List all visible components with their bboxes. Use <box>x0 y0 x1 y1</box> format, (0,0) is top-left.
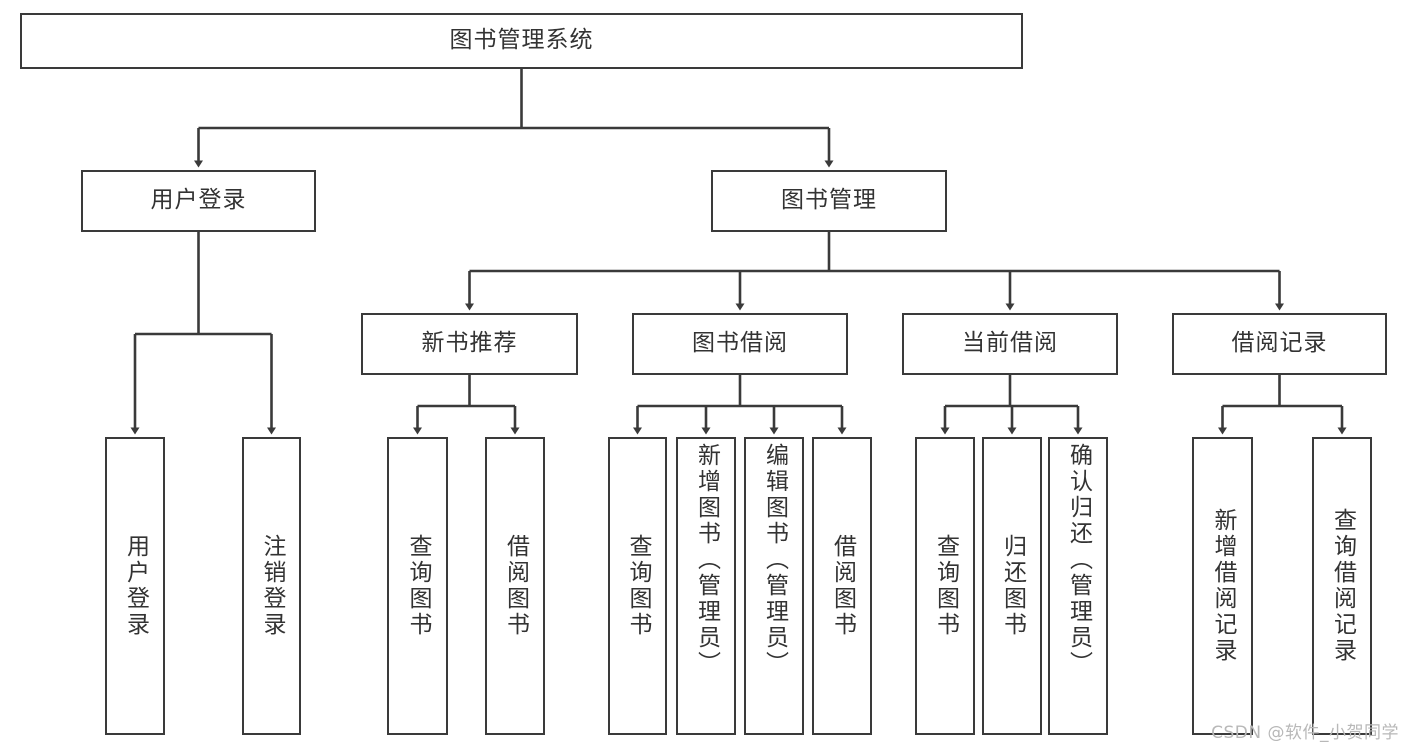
node-l10: 归还图书 <box>982 437 1042 735</box>
watermark-label: CSDN @软件_小贺同学 <box>1211 723 1399 743</box>
node-label: 编辑图书（管理员） <box>761 443 788 677</box>
node-l2: 注销登录 <box>242 437 301 735</box>
node-label: 当前借阅 <box>962 330 1058 357</box>
node-label: 借阅图书 <box>502 534 529 638</box>
node-label: 借阅图书 <box>829 534 856 638</box>
node-label: 查询图书 <box>932 534 959 638</box>
node-l8: 借阅图书 <box>812 437 872 735</box>
node-l7: 编辑图书（管理员） <box>744 437 804 735</box>
node-l12: 新增借阅记录 <box>1192 437 1253 735</box>
node-l11: 确认归还（管理员） <box>1048 437 1108 735</box>
node-login: 用户登录 <box>81 170 316 232</box>
node-l13: 查询借阅记录 <box>1312 437 1372 735</box>
node-records: 借阅记录 <box>1172 313 1387 375</box>
node-l5: 查询图书 <box>608 437 667 735</box>
node-label: 查询借阅记录 <box>1329 508 1356 664</box>
node-label: 新增图书（管理员） <box>693 443 720 677</box>
node-newbook: 新书推荐 <box>361 313 578 375</box>
node-label: 注销登录 <box>259 534 285 638</box>
node-label: 借阅记录 <box>1231 330 1328 357</box>
node-label: 查询图书 <box>625 534 651 638</box>
node-label: 用户登录 <box>122 534 149 638</box>
node-label: 图书借阅 <box>692 330 788 357</box>
node-label: 确认归还（管理员） <box>1065 443 1092 677</box>
node-borrow: 图书借阅 <box>632 313 848 375</box>
node-label: 归还图书 <box>999 534 1026 638</box>
node-root: 图书管理系统 <box>20 13 1023 69</box>
node-l1: 用户登录 <box>105 437 165 735</box>
node-label: 新增借阅记录 <box>1210 508 1236 664</box>
node-label: 新书推荐 <box>421 330 518 357</box>
node-l6: 新增图书（管理员） <box>676 437 736 735</box>
node-l4: 借阅图书 <box>485 437 545 735</box>
node-label: 查询图书 <box>405 534 431 638</box>
node-label: 用户登录 <box>150 187 247 214</box>
node-l3: 查询图书 <box>387 437 448 735</box>
node-label: 图书管理 <box>781 187 877 214</box>
node-l9: 查询图书 <box>915 437 975 735</box>
node-label: 图书管理系统 <box>449 27 594 54</box>
node-bookmgmt: 图书管理 <box>711 170 947 232</box>
node-current: 当前借阅 <box>902 313 1118 375</box>
